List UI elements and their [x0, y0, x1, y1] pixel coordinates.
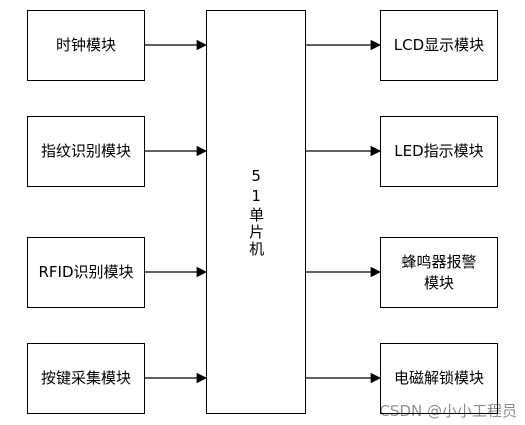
- lcd-module-box: LCD显示模块: [380, 10, 498, 81]
- solenoid-module-label: 电磁解锁模块: [393, 369, 484, 388]
- buzzer-module-box: 蜂鸣器报警模块: [380, 237, 498, 308]
- solenoid-module-box: 电磁解锁模块: [380, 343, 498, 414]
- buzzer-module-label: 蜂鸣器报警模块: [401, 253, 477, 292]
- fingerprint-module-box: 指纹识别模块: [27, 116, 145, 187]
- watermark: CSDN @小小工程员: [379, 402, 517, 420]
- fingerprint-module-label: 指纹识别模块: [40, 142, 131, 161]
- clock-module-box: 时钟模块: [27, 10, 145, 81]
- led-module-label: LED指示模块: [394, 142, 484, 161]
- led-module-box: LED指示模块: [380, 116, 498, 187]
- key-input-module-box: 按键采集模块: [27, 343, 145, 414]
- rfid-module-label: RFID识别模块: [38, 263, 134, 282]
- mcu-box: 51单片机: [206, 10, 306, 414]
- rfid-module-box: RFID识别模块: [27, 237, 145, 308]
- clock-module-label: 时钟模块: [55, 36, 116, 55]
- mcu-label: 51单片机: [247, 166, 266, 258]
- key-input-module-label: 按键采集模块: [40, 369, 131, 388]
- lcd-module-label: LCD显示模块: [393, 36, 485, 55]
